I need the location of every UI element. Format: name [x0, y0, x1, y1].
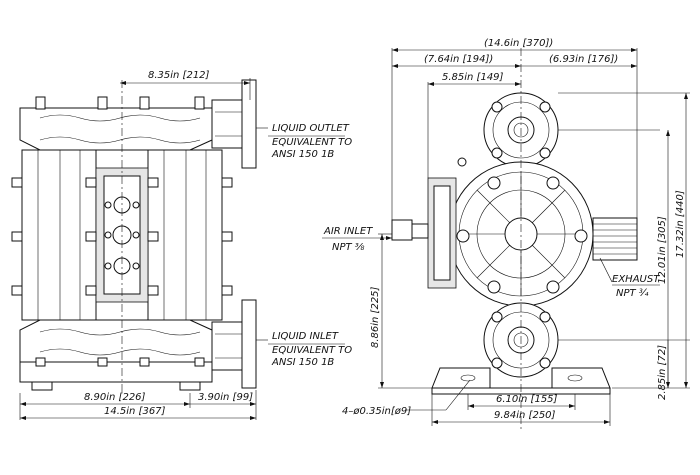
side-exhaust-muffler	[592, 217, 638, 261]
exhaust-npt: NPT ¾	[616, 288, 649, 299]
front-outlet-ribs	[39, 114, 201, 122]
dim-side-base-inner-label: 6.10in [155]	[496, 394, 558, 405]
front-base	[19, 361, 213, 383]
dim-air-inlet-height-label: 8.86in [225]	[370, 286, 381, 348]
front-side-bolts	[11, 177, 233, 296]
front-outlet-manifold	[19, 107, 213, 151]
liquid-outlet-ansi: ANSI 150 1B	[271, 149, 334, 160]
exhaust-label: EXHAUST	[612, 274, 660, 285]
dim-side-outlet-offset-label: 5.85in [149]	[442, 72, 504, 83]
front-right-chamber	[147, 149, 223, 321]
liquid-inlet-equiv: EQUIVALENT TO	[272, 345, 352, 356]
front-left-chamber	[21, 149, 97, 321]
side-foot-right	[551, 367, 611, 389]
dim-outlet-height-label: 12.01in [305]	[657, 216, 668, 284]
front-foot-right	[179, 381, 201, 391]
front-outlet-neck	[211, 99, 243, 149]
front-top-bolts	[35, 96, 205, 110]
air-inlet-npt: NPT ⅜	[332, 242, 365, 253]
dim-side-overall-label: (14.6in [370])	[484, 38, 553, 49]
liquid-outlet-equiv: EQUIVALENT TO	[272, 137, 352, 148]
front-inlet-manifold	[19, 319, 213, 363]
dim-front-flange-label: 3.90in [99]	[198, 392, 253, 403]
liquid-outlet-label: LIQUID OUTLET	[272, 123, 350, 134]
dim-side-base-outer-label: 9.84in [250]	[494, 410, 556, 421]
side-air-fitting	[391, 219, 413, 241]
side-view: (14.6in [370]) (7.64in [194]) (6.93in [1…	[322, 38, 690, 430]
front-inlet-neck	[211, 321, 243, 371]
dim-inlet-height-label: 2.85in [72]	[657, 345, 668, 400]
bolt-holes-label: 4–ø0.35in[ø9]	[342, 406, 411, 417]
dim-front-top-label: 8.35in [212]	[148, 70, 210, 81]
dim-front-center-label: 8.90in [226]	[84, 392, 146, 403]
liquid-inlet-ansi: ANSI 150 1B	[271, 357, 334, 368]
dim-side-right-label: (6.93in [176])	[549, 54, 618, 65]
dim-side-left-label: (7.64in [194])	[424, 54, 493, 65]
front-foot-left	[31, 381, 53, 391]
front-inlet-flange	[241, 299, 257, 389]
liquid-inlet-label: LIQUID INLET	[272, 331, 339, 342]
dim-overall-height-label: 17.32in [440]	[675, 190, 686, 258]
air-inlet-label: AIR INLET	[323, 226, 373, 237]
dim-front-overall-label: 14.5in [367]	[104, 406, 166, 417]
front-outlet-flange	[241, 79, 257, 169]
front-view: 8.35in [212] 8.90in [226] 3.90in [99] 14…	[11, 70, 352, 420]
